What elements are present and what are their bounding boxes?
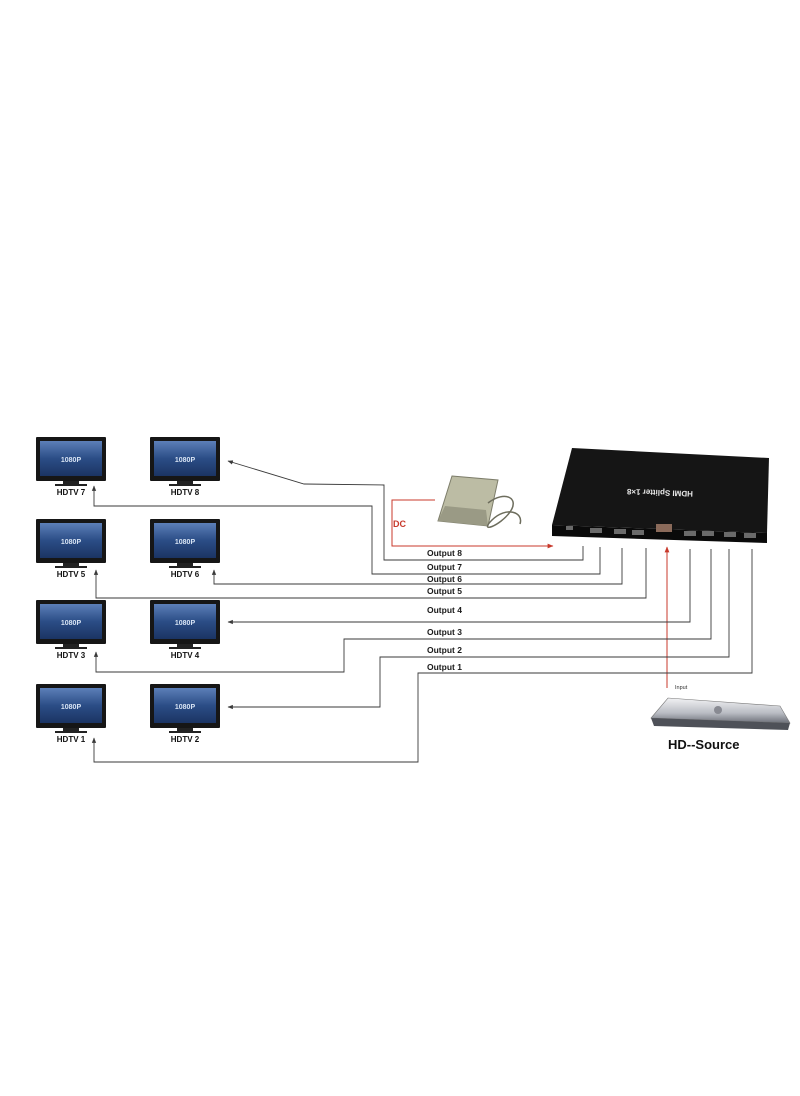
- splitter-label: HDMI Splitter 1×8: [626, 487, 693, 498]
- tv-screen-label: 1080P: [175, 704, 196, 711]
- output-label-5: Output 5: [427, 586, 462, 596]
- tv-screen: [154, 441, 216, 476]
- tv-caption: HDTV 3: [57, 651, 86, 660]
- tv-screen-label: 1080P: [175, 620, 196, 627]
- tv-screen: [40, 523, 102, 558]
- cable-output-7: [91, 485, 601, 575]
- tv-screen: [154, 604, 216, 639]
- tv-caption: HDTV 6: [171, 570, 200, 579]
- hd-source-label: HD--Source: [668, 737, 740, 752]
- tv-hdtv-7: 1080P HDTV 7: [36, 437, 106, 497]
- splitter-ports: [566, 524, 756, 538]
- tv-hdtv-1: 1080P HDTV 1: [36, 684, 106, 744]
- tv-screen-label: 1080P: [61, 620, 82, 627]
- tv-screen-label: 1080P: [61, 539, 82, 546]
- cable-output-8: [227, 460, 584, 561]
- tv-screen-label: 1080P: [175, 539, 196, 546]
- output-label-2: Output 2: [427, 645, 462, 655]
- output-label-6: Output 6: [427, 574, 462, 584]
- output-label-3: Output 3: [427, 627, 462, 637]
- tv-hdtv-5: 1080P HDTV 5: [36, 519, 106, 579]
- tv-screen-label: 1080P: [61, 457, 82, 464]
- power-adapter: [437, 475, 522, 529]
- cable-output-2: [227, 549, 730, 710]
- hd-source-device: [650, 697, 791, 730]
- tv-hdtv-6: 1080P HDTV 6: [150, 519, 220, 579]
- input-label: Input: [675, 685, 688, 691]
- cable-output-3: [93, 549, 712, 673]
- tv-screen-label: 1080P: [61, 704, 82, 711]
- tv-hdtv-2: 1080P HDTV 2: [150, 684, 220, 744]
- hdmi-splitter-device: HDMI Splitter 1×8: [552, 448, 769, 543]
- cable-output-4: [227, 549, 691, 625]
- tv-caption: HDTV 7: [57, 488, 86, 497]
- dc-power-line: [391, 499, 554, 549]
- tv-hdtv-4: 1080P HDTV 4: [150, 600, 220, 660]
- dc-label: DC: [393, 519, 406, 529]
- output-label-1: Output 1: [427, 662, 462, 672]
- output-label-7: Output 7: [427, 562, 462, 572]
- tv-screen: [40, 688, 102, 723]
- tv-caption: HDTV 5: [57, 570, 86, 579]
- output-label-8: Output 8: [427, 548, 462, 558]
- tv-caption: HDTV 8: [171, 488, 200, 497]
- tv-caption: HDTV 4: [171, 651, 200, 660]
- tv-screen-label: 1080P: [175, 457, 196, 464]
- tv-hdtv-3: 1080P HDTV 3: [36, 600, 106, 660]
- tv-screen: [154, 688, 216, 723]
- cable-output-6: [211, 548, 623, 585]
- cable-output-5: [93, 548, 647, 599]
- tv-caption: HDTV 1: [57, 735, 86, 744]
- tv-screen: [40, 441, 102, 476]
- tv-hdtv-8: 1080P HDTV 8: [150, 437, 220, 497]
- output-label-4: Output 4: [427, 605, 462, 615]
- tv-caption: HDTV 2: [171, 735, 200, 744]
- tv-screen: [154, 523, 216, 558]
- cable-output-1: [91, 549, 753, 763]
- tv-screen: [40, 604, 102, 639]
